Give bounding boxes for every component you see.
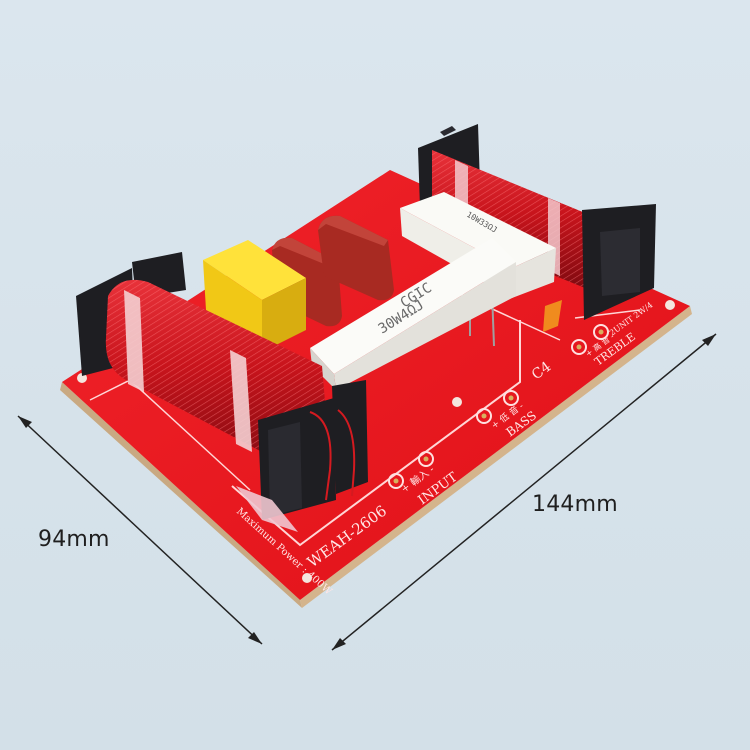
treble-terminals xyxy=(571,324,609,355)
width-dimension-label: 94mm xyxy=(38,527,110,552)
capacitor-small-orange xyxy=(543,300,562,332)
film-capacitor-2 xyxy=(318,215,394,301)
capacitor-yellow xyxy=(203,240,306,352)
pcb-edge-right xyxy=(300,306,692,608)
pcb-edge xyxy=(60,382,302,608)
bass-terminals xyxy=(476,390,519,424)
length-dimension-label: 144mm xyxy=(532,492,618,517)
input-terminals xyxy=(388,451,434,489)
dimension-arrow-width xyxy=(17,415,263,645)
inductor-coil-front xyxy=(76,252,368,532)
dimension-arrow-length xyxy=(331,333,717,651)
